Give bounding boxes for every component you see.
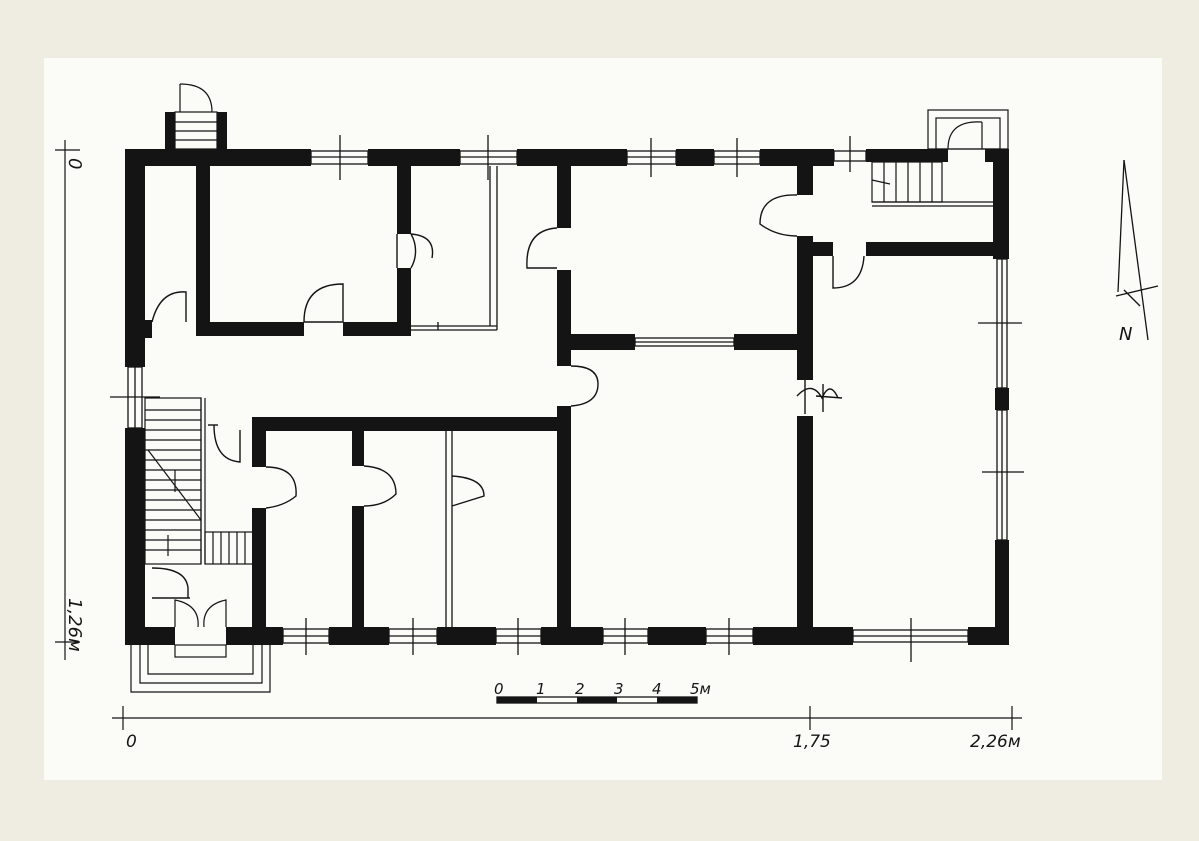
door-stair-side bbox=[208, 424, 241, 463]
south-entrance bbox=[130, 599, 271, 693]
interior-walls bbox=[140, 149, 1009, 645]
scale-label-2: 2 bbox=[575, 680, 585, 698]
north-arrow-label: N bbox=[1119, 324, 1132, 345]
door-center-lower bbox=[570, 365, 599, 407]
door-room-s1 bbox=[265, 466, 297, 509]
drawing-sheet bbox=[44, 58, 1162, 780]
window-south-4 bbox=[602, 618, 649, 655]
windows bbox=[110, 135, 1024, 662]
dim-bottom-end-label: 2,26м bbox=[970, 732, 1021, 752]
window-north-2 bbox=[459, 135, 518, 180]
window-south-5 bbox=[705, 618, 754, 655]
doors bbox=[151, 194, 865, 599]
window-south-3 bbox=[495, 618, 542, 655]
window-north-1 bbox=[310, 135, 369, 180]
door-office-2 bbox=[303, 283, 344, 323]
window-east-2 bbox=[982, 409, 1024, 541]
door-double-east bbox=[796, 380, 843, 414]
door-ne-room bbox=[832, 255, 865, 289]
window-north-4 bbox=[713, 138, 761, 177]
floor-plan bbox=[110, 83, 1024, 693]
window-south-6 bbox=[852, 618, 969, 662]
ne-staircase bbox=[871, 161, 993, 207]
dimension-left bbox=[55, 140, 80, 660]
window-north-5 bbox=[833, 136, 867, 172]
north-entrance bbox=[165, 83, 227, 150]
scale-label-3: 3 bbox=[614, 680, 624, 698]
dim-left-top-label: 0 bbox=[64, 158, 85, 169]
thin-partitions bbox=[130, 166, 770, 627]
dim-bottom-start-label: 0 bbox=[126, 732, 137, 752]
door-room-s3 bbox=[451, 475, 485, 507]
door-hall-west bbox=[151, 291, 187, 323]
dim-left-bottom-label: 1,26м bbox=[64, 598, 85, 652]
door-office-1 bbox=[396, 233, 434, 269]
scale-label-0: 0 bbox=[494, 680, 504, 698]
dimension-bottom bbox=[112, 706, 1022, 730]
scale-label-1: 1 bbox=[536, 680, 546, 698]
window-south-1 bbox=[282, 618, 330, 655]
ne-entrance bbox=[927, 109, 1009, 150]
window-north-3 bbox=[626, 138, 677, 177]
north-arrow bbox=[1115, 159, 1159, 341]
scale-bar: 0 1 2 3 4 5м bbox=[494, 680, 711, 704]
door-ne-hall bbox=[759, 194, 798, 237]
door-room-s2 bbox=[363, 465, 397, 507]
door-center-upper bbox=[526, 227, 558, 269]
window-east-1 bbox=[978, 258, 1022, 389]
dim-bottom-mid-label: 1,75 bbox=[793, 732, 831, 752]
scale-label-4: 4 bbox=[652, 680, 662, 698]
window-west bbox=[110, 366, 160, 429]
main-staircase bbox=[144, 397, 254, 565]
window-south-2 bbox=[388, 618, 438, 655]
scale-label-5: 5м bbox=[690, 680, 711, 698]
door-stair-bottom bbox=[151, 567, 190, 599]
